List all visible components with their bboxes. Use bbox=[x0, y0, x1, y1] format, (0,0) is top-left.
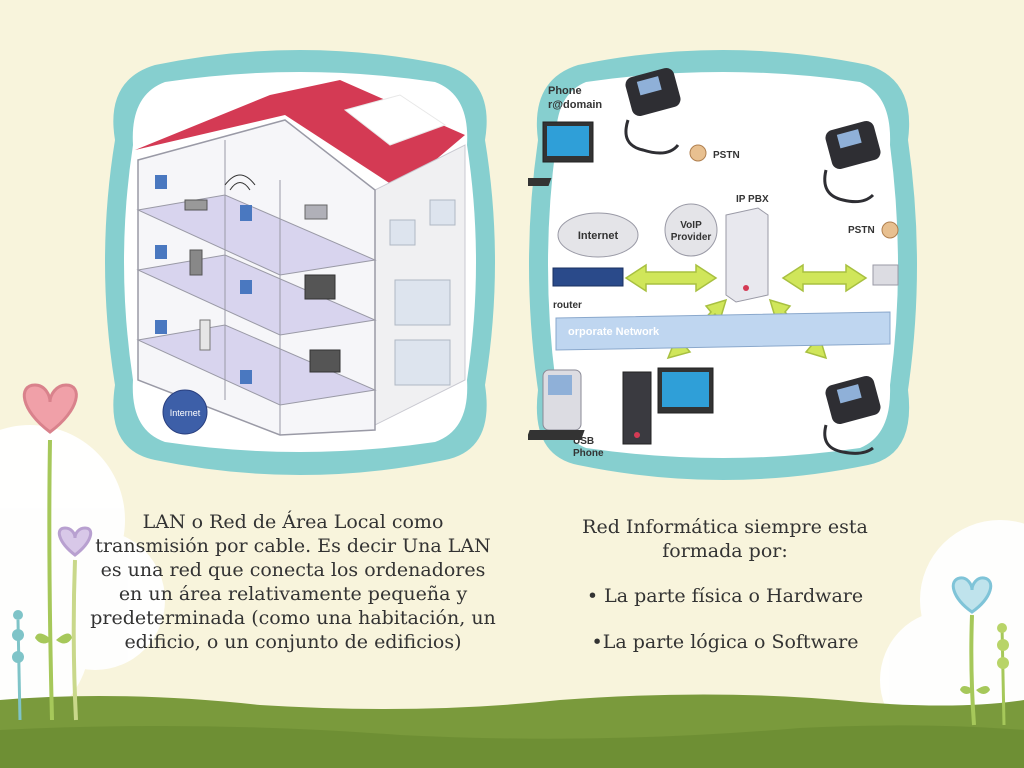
network-components: Red Informática siempre esta formada por… bbox=[560, 515, 890, 654]
ippbx-server-icon bbox=[725, 207, 769, 303]
hardware-item: • La parte física o Hardware bbox=[586, 585, 864, 607]
corporate-network-label: orporate Network bbox=[568, 326, 660, 338]
voip-provider-icon: VoIP Provider bbox=[664, 203, 718, 257]
heart-flower-icon bbox=[12, 383, 93, 721]
pc-tower-icon bbox=[622, 371, 652, 445]
router-icon bbox=[552, 267, 624, 287]
internet-label: Internet bbox=[578, 230, 619, 242]
internet-cloud-icon: Internet bbox=[557, 212, 639, 258]
globe-label: Internet bbox=[170, 408, 201, 418]
pstn-right-label: PSTN bbox=[848, 225, 875, 236]
network-diagram-illustration: Phone r@domain PSTN PSTN IP PBX router U… bbox=[528, 50, 917, 480]
corporate-network-bar bbox=[555, 311, 891, 351]
house-lan-illustration: Internet bbox=[105, 50, 495, 475]
pstn-icon-right bbox=[881, 221, 899, 239]
lan-description: LAN o Red de Área Local como transmisión… bbox=[88, 510, 498, 654]
software-item: •La parte lógica o Software bbox=[591, 631, 859, 653]
phone-icon-right bbox=[823, 121, 881, 204]
switch-icon bbox=[872, 264, 899, 286]
ippbx-label: IP PBX bbox=[736, 194, 769, 205]
pstn-top-label: PSTN bbox=[713, 150, 740, 161]
usb-phone-label: Phone bbox=[573, 448, 604, 459]
provider-label: Provider bbox=[671, 232, 712, 243]
phone-icon bbox=[624, 68, 681, 155]
phone-label: Phone bbox=[548, 85, 582, 97]
usb-label: USB bbox=[573, 436, 594, 447]
heart-flower-icon-right bbox=[951, 576, 1009, 726]
voip-label: VoIP bbox=[680, 220, 702, 231]
router-label: router bbox=[553, 300, 582, 311]
monitor-icon bbox=[528, 121, 594, 186]
domain-label: r@domain bbox=[548, 99, 602, 111]
lan-description-text: LAN o Red de Área Local como transmisión… bbox=[90, 511, 496, 653]
phone-icon-bottom-right bbox=[823, 376, 881, 455]
cloud-left-icon bbox=[0, 425, 165, 730]
network-components-intro: Red Informática siempre esta formada por… bbox=[582, 516, 868, 562]
monitor-icon-bottom bbox=[528, 367, 714, 440]
pstn-icon bbox=[689, 144, 707, 162]
usb-phone-icon bbox=[542, 369, 582, 431]
